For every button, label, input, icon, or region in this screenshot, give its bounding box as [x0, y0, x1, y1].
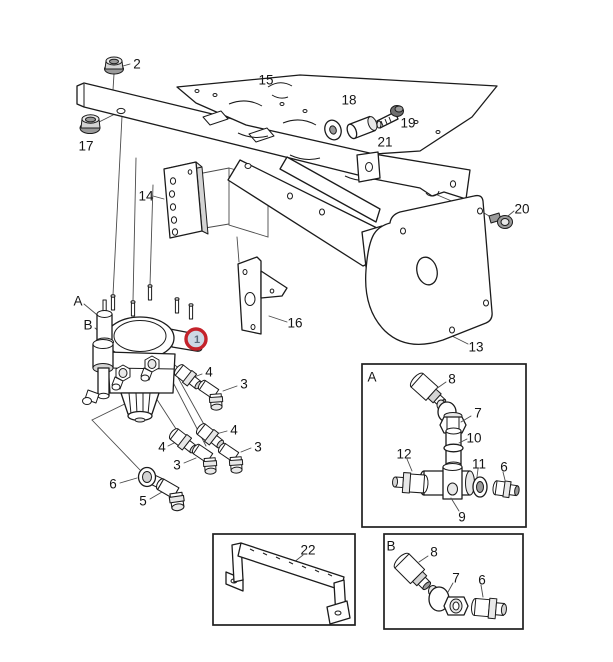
fitting-3-upper [197, 379, 224, 411]
callout-a11: 11 [472, 457, 486, 472]
callout-14: 14 [138, 189, 154, 204]
grommet-11-inset-a [472, 476, 488, 498]
callout-b: B [83, 318, 92, 333]
callout-b7: 7 [452, 571, 460, 586]
valve-front-ports [111, 355, 160, 391]
callout-a12: 12 [396, 447, 411, 462]
callout-4a: 4 [205, 365, 213, 380]
washer-21 [324, 119, 342, 141]
fitting-4-upper [173, 364, 203, 390]
callout-16: 16 [287, 316, 302, 331]
fitting-3-right [217, 442, 244, 474]
callout-18: 18 [341, 93, 356, 108]
callout-20: 20 [514, 202, 529, 217]
callout-21: 21 [377, 135, 392, 150]
inset-b-leaders [418, 555, 484, 598]
selected-part-hotspot[interactable]: 1 [184, 327, 208, 351]
fitting-8-inset-b [393, 552, 432, 591]
cover-plate-13 [364, 194, 493, 345]
callout-3a: 3 [240, 377, 248, 392]
callout-17: 17 [78, 139, 93, 154]
fitting-5-elbow [155, 478, 185, 512]
bolt-19 [376, 105, 404, 129]
callout-13: 13 [468, 340, 483, 355]
callout-a: A [73, 294, 82, 309]
callout-a8: 8 [448, 372, 456, 387]
hex-nut-7-inset-b [443, 596, 469, 616]
nut-17 [79, 114, 101, 134]
tube-10-inset-a [443, 427, 464, 469]
callout-3b: 3 [173, 458, 181, 473]
highlight-ring[interactable] [184, 327, 208, 351]
fitting-6-inset-a [492, 480, 520, 499]
fitting-12-inset-a [392, 472, 429, 494]
spacer-18 [346, 115, 378, 140]
inset-a-leaders [406, 381, 506, 512]
valve-left-fittings [82, 299, 114, 405]
callout-b6: 6 [478, 573, 486, 588]
callout-3c: 3 [254, 440, 262, 455]
callout-22: 22 [300, 543, 315, 558]
fitting-6-inset-b [470, 597, 507, 620]
callout-6: 6 [109, 477, 117, 492]
callout-labels: 2 17 15 18 19 21 20 14 16 13 A B 4 3 4 4… [73, 57, 529, 588]
inset-a-box [361, 363, 527, 528]
inset-a-letter: A [367, 370, 376, 385]
callout-2: 2 [133, 57, 141, 72]
highlighted-part-number[interactable]: 1 [194, 334, 200, 346]
leveling-valve-assembly [82, 284, 203, 423]
spacer-block-14 [163, 161, 209, 239]
callout-a7: 7 [474, 406, 482, 421]
inset-b-box [383, 533, 524, 630]
callout-5: 5 [139, 494, 147, 509]
beam-right-notched-flange [356, 151, 471, 200]
callout-4c: 4 [158, 440, 166, 455]
mounting-studs [110, 284, 194, 320]
fitting-3-left [191, 443, 218, 475]
top-plate-15 [176, 74, 498, 181]
bracket-16 [237, 256, 288, 335]
callout-4b: 4 [230, 423, 238, 438]
inset-b-letter: B [386, 539, 395, 554]
callout-15: 15 [258, 73, 273, 88]
callout-b8: 8 [430, 545, 438, 560]
callout-19: 19 [400, 116, 415, 131]
bolt-20 [488, 212, 513, 229]
nut-2 [104, 56, 124, 75]
fitting-4-mid [195, 423, 225, 449]
callout-a6: 6 [500, 460, 508, 475]
valve-lower-boot [120, 392, 160, 423]
bracket-22-box [212, 533, 356, 626]
callout-a9: 9 [458, 510, 466, 525]
callout-a10: 10 [466, 431, 481, 446]
